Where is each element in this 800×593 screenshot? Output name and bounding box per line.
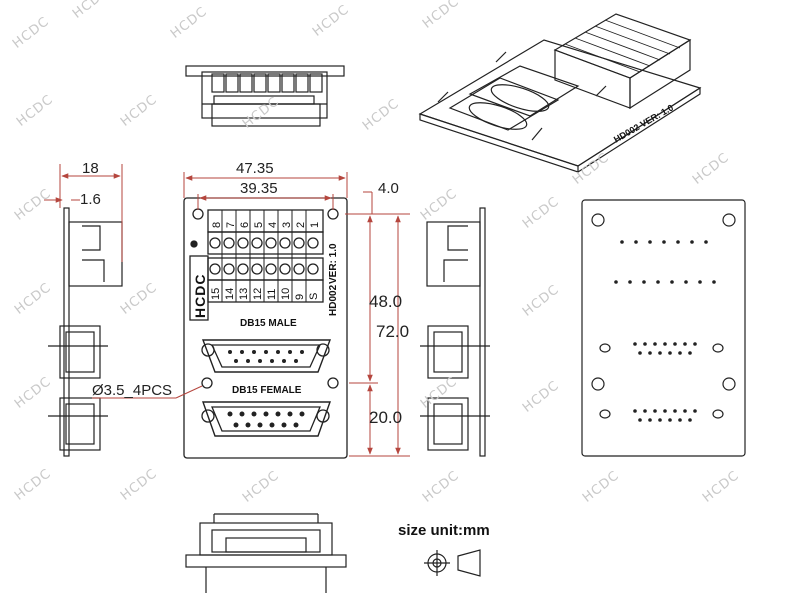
terminal-pin-label: 7 (225, 221, 237, 228)
terminal-pin-label: 4 (267, 221, 279, 228)
right-side-view (420, 207, 490, 457)
board-version: VER: 1.0 (328, 243, 339, 284)
connector-female-label: DB15 FEMALE (232, 385, 302, 396)
board-logo: HCDC (192, 273, 208, 318)
top-view-terminals (211, 73, 323, 127)
bottom-view-pads (614, 240, 716, 422)
terminal-pin-label: 1 (309, 221, 321, 228)
terminal-pin-label: 8 (211, 221, 223, 228)
terminal-screws (209, 237, 319, 275)
dimension-lines (44, 164, 410, 457)
bottom-view (581, 199, 746, 457)
terminal-pin-label: 10 (280, 287, 292, 300)
dim-width-total: 47.35 (236, 160, 274, 177)
top-view (185, 65, 345, 127)
board-model: HD002 (328, 284, 339, 316)
dim-height-total: 72.0 (376, 322, 410, 341)
dim-board-thickness: 1.6 (80, 191, 101, 208)
dim-height-lower: 20.0 (369, 408, 403, 427)
terminal-pin-label: 3 (281, 221, 293, 228)
dim-hole-spacing: 39.35 (240, 180, 278, 197)
terminal-pin-label: S (308, 292, 320, 300)
terminal-pin-label: 12 (252, 287, 264, 300)
terminal-pin-label: 6 (239, 221, 251, 228)
connector-pins (227, 350, 305, 428)
terminal-pin-label: 14 (224, 287, 236, 300)
end-view (185, 513, 347, 593)
terminal-pin-label: 9 (294, 293, 306, 300)
projection-symbol (424, 549, 481, 577)
dim-mount-holes: Ø3.5_4PCS (92, 382, 173, 399)
terminal-pin-label: 13 (238, 287, 250, 300)
terminal-pin-label: 11 (266, 288, 278, 300)
units-note: size unit:mm (398, 522, 490, 539)
left-side-view (48, 207, 123, 457)
terminal-pin-label: 5 (253, 221, 265, 228)
connector-male-label: DB15 MALE (240, 318, 297, 329)
terminal-pin-label: 15 (210, 287, 222, 300)
dim-side-depth: 18 (82, 160, 99, 177)
terminal-pin-label: 2 (295, 221, 307, 228)
dim-hole-offset: 4.0 (378, 180, 399, 197)
isometric-view (418, 13, 702, 173)
dim-height-upper: 48.0 (369, 292, 403, 311)
